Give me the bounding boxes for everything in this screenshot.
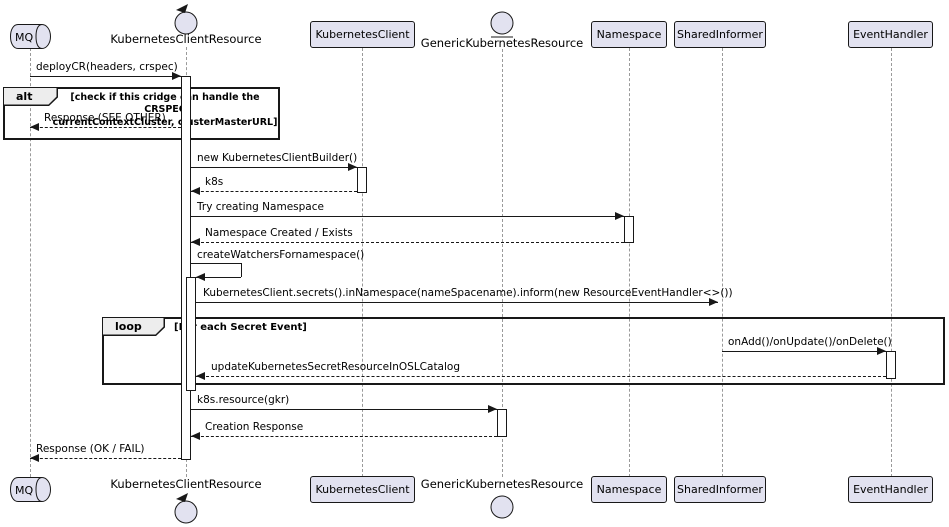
lifeline-mq xyxy=(30,48,31,477)
message-label-try-namespace: Try creating Namespace xyxy=(197,201,324,213)
message-line-update-catalog xyxy=(196,376,886,377)
arrowhead-icon xyxy=(172,72,181,80)
alt-guard-label: [check if this cridge can handle the CRS… xyxy=(52,92,278,128)
queue-icon: MQ xyxy=(9,24,52,49)
message-label-inform-secrets: KubernetesClient.secrets().inNamespace(n… xyxy=(203,287,733,299)
arrowhead-icon xyxy=(191,432,200,440)
message-line-k8s xyxy=(191,191,357,192)
participant-label: Namespace xyxy=(596,28,662,41)
activation-eventhandler xyxy=(886,351,896,379)
message-label-k8s: k8s xyxy=(205,176,224,188)
participant-eventhandler-top: EventHandler xyxy=(848,21,933,48)
message-line-deploycr xyxy=(30,76,181,77)
message-line-create-watchers-side xyxy=(241,263,242,277)
message-label-new-builder: new KubernetesClientBuilder() xyxy=(197,152,358,164)
message-label-create-watchers: createWatchersFornamespace() xyxy=(197,249,365,261)
participant-label-kubernetesclientresource-bottom: KubernetesClientResource xyxy=(110,477,262,491)
participant-label: SharedInformer xyxy=(677,28,763,41)
loop-fragment: loop [For each Secret Event] xyxy=(102,317,945,385)
participant-label: Namespace xyxy=(596,483,662,496)
participant-label: EventHandler xyxy=(853,28,928,41)
message-label-on-events: onAdd()/onUpdate()/onDelete() xyxy=(728,336,892,348)
loop-operator-label: loop xyxy=(115,320,142,333)
lifeline-sharedinformer xyxy=(722,48,723,477)
message-line-creation-response xyxy=(191,436,497,437)
participant-eventhandler-bottom: EventHandler xyxy=(848,476,933,503)
alt-fragment: alt [check if this cridge can handle the… xyxy=(3,87,280,140)
message-label-k8s-resource: k8s.resource(gkr) xyxy=(197,394,290,406)
participant-label-generickubernetesresource-top: GenericKubernetesResource xyxy=(420,36,584,50)
participant-label-kubernetesclientresource-top: KubernetesClientResource xyxy=(110,32,262,46)
lifeline-eventhandler xyxy=(891,48,892,477)
arrowhead-icon xyxy=(488,405,497,413)
message-line-k8s-resource xyxy=(191,409,497,410)
message-line-inform-secrets xyxy=(196,302,718,303)
participant-label-generickubernetesresource-bottom: GenericKubernetesResource xyxy=(420,477,584,491)
message-line-try-namespace xyxy=(191,216,624,217)
lifeline-generickubernetesresource xyxy=(502,49,503,477)
loop-guard-label: [For each Secret Event] xyxy=(174,322,307,333)
participant-namespace-bottom: Namespace xyxy=(591,476,667,503)
lifeline-kubernetesclient xyxy=(362,48,363,477)
arrowhead-icon xyxy=(30,123,39,131)
entity-icon xyxy=(490,11,514,38)
message-line-response-see-other xyxy=(30,127,181,128)
participant-label: MQ xyxy=(15,484,33,497)
participant-label: EventHandler xyxy=(853,483,928,496)
control-icon xyxy=(174,493,198,524)
activation-kubernetesclientresource xyxy=(181,76,191,460)
participant-label: KubernetesClient xyxy=(315,28,410,41)
message-label-creation-response: Creation Response xyxy=(205,421,304,433)
activation-kubernetesclientresource-nested xyxy=(186,277,196,391)
activation-namespace xyxy=(624,216,634,243)
queue-icon: MQ xyxy=(9,477,52,502)
activation-kubernetesclient xyxy=(357,167,367,193)
alt-operator-label: alt xyxy=(16,90,33,103)
arrowhead-icon xyxy=(709,298,718,306)
activation-generickubernetesresource xyxy=(497,409,507,437)
participant-sharedinformer-bottom: SharedInformer xyxy=(674,476,766,503)
message-line-namespace-created xyxy=(191,242,624,243)
message-line-create-watchers-top xyxy=(191,263,241,264)
participant-label: SharedInformer xyxy=(677,483,763,496)
message-label-update-catalog: updateKubernetesSecretResourceInOSLCatal… xyxy=(211,361,461,373)
control-icon xyxy=(174,4,198,35)
participant-kubernetesclient-bottom: KubernetesClient xyxy=(310,476,415,503)
arrowhead-icon xyxy=(615,212,624,220)
loop-fragment-header xyxy=(103,318,165,336)
message-label-response-see-other: Response (SEE OTHER) xyxy=(44,112,166,124)
participant-namespace-top: Namespace xyxy=(591,21,667,48)
message-line-response-ok-fail xyxy=(30,458,181,459)
participant-sharedinformer-top: SharedInformer xyxy=(674,21,766,48)
entity-icon xyxy=(490,495,514,519)
message-line-new-builder xyxy=(191,167,357,168)
participant-kubernetesclient-top: KubernetesClient xyxy=(310,21,415,48)
arrowhead-icon xyxy=(30,454,39,462)
arrowhead-icon xyxy=(191,187,200,195)
arrowhead-icon xyxy=(191,238,200,246)
arrowhead-icon xyxy=(348,163,357,171)
arrowhead-icon xyxy=(877,347,886,355)
message-label-response-ok-fail: Response (OK / FAIL) xyxy=(36,443,145,455)
participant-label: MQ xyxy=(15,31,33,44)
alt-fragment-header xyxy=(4,88,58,106)
arrowhead-icon xyxy=(196,273,205,281)
lifeline-namespace xyxy=(629,48,630,477)
message-line-create-watchers-bottom xyxy=(196,277,241,278)
arrowhead-icon xyxy=(196,372,205,380)
message-line-on-events xyxy=(722,351,886,352)
message-label-namespace-created: Namespace Created / Exists xyxy=(205,227,353,239)
message-label-deploycr: deployCR(headers, crspec) xyxy=(36,61,178,73)
participant-label: KubernetesClient xyxy=(315,483,410,496)
